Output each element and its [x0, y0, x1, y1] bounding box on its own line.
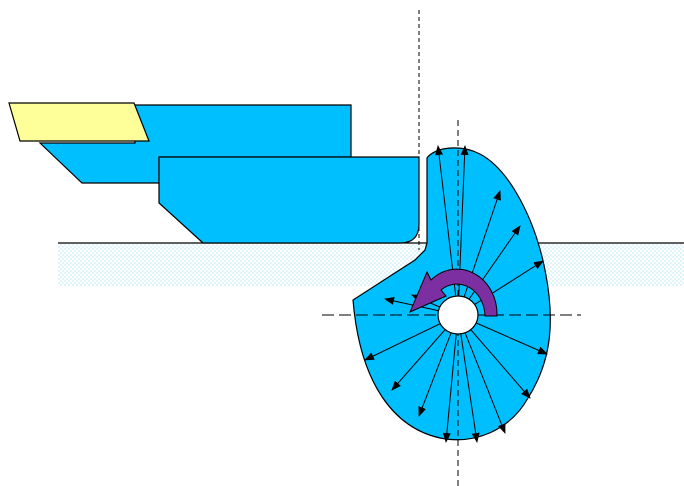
radial-force-arrow-1	[435, 145, 459, 316]
radial-force-arrow-9	[457, 314, 480, 443]
radial-force-arrow-10	[442, 314, 459, 443]
cover-plate	[8, 102, 150, 142]
ground-soil	[58, 243, 684, 286]
radial-force-arrow-8	[457, 314, 506, 434]
radial-force-arrow-3	[457, 190, 501, 316]
rotation-arrow-icon	[409, 268, 498, 317]
cam-hub	[437, 295, 479, 335]
cam-rotor	[352, 147, 551, 441]
front-scoop-body	[158, 156, 420, 244]
radial-force-arrow-2	[457, 145, 469, 316]
